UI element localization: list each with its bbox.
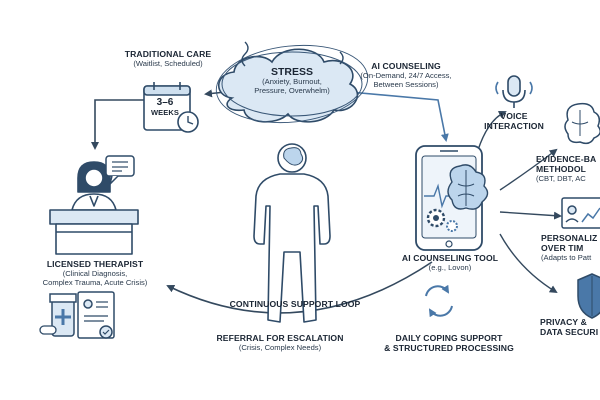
gear-icon — [426, 208, 458, 232]
calendar-unit: WEEKS — [150, 107, 179, 117]
brain-icon-ai — [447, 164, 489, 210]
calendar-text: 3–6 WEEKS — [144, 97, 186, 117]
referral-subtitle: (Crisis, Complex Needs) — [238, 342, 322, 352]
clock-icon — [177, 111, 199, 133]
arrow-to-voice — [477, 110, 507, 151]
privacy-line-2: DATA SECURI — [540, 326, 599, 337]
support-loop-text: CONTINUOUS SUPPORT LOOP — [229, 299, 361, 309]
dashboard-icon — [561, 197, 600, 229]
ai-counseling-title: AI COUNSELING — [371, 61, 441, 71]
personalized-line-1: PERSONALIZ — [541, 234, 598, 243]
referral-title: REFERRAL FOR ESCALATION — [216, 333, 344, 343]
evidence-line-3: (CBT, DBT, AC — [536, 173, 586, 183]
traditional-care-title: TRADITIONAL CARE — [124, 49, 212, 59]
arrow-stress-to-ai — [349, 91, 449, 142]
support-loop-label: CONTINUOUS SUPPORT LOOP — [220, 299, 370, 310]
pill-icon — [39, 325, 57, 335]
voice-line-1: VOICE — [500, 111, 528, 121]
therapist-illustration — [49, 161, 139, 255]
daily-coping-label: DAILY COPING SUPPORT & STRUCTURED PROCES… — [380, 333, 518, 354]
arrow-to-privacy — [499, 233, 558, 294]
personalized-line-3: (Adapts to Patt — [541, 252, 592, 262]
therapist-label: LICENSED THERAPIST (Clinical Diagnosis, … — [20, 259, 170, 287]
calendar-duration: 3–6 — [156, 97, 174, 108]
ai-counseling-line-2: Between Sessions) — [373, 79, 439, 89]
stress-title: STRESS — [270, 66, 313, 78]
brain-icon-evidence — [564, 102, 600, 145]
traditional-care-subtitle: (Waitlist, Scheduled) — [133, 58, 203, 68]
therapist-line-2: Complex Trauma, Acute Crisis) — [42, 277, 148, 287]
privacy-label: PRIVACY & DATA SECURI — [540, 318, 600, 338]
shield-icon — [577, 273, 600, 319]
medicine-bottle-icon — [49, 293, 77, 337]
therapist-line-1: (Clinical Diagnosis, — [62, 268, 128, 278]
arrow-to-evidence — [499, 148, 558, 191]
stress-cloud — [215, 41, 369, 124]
personalized-line-2: OVER TIM — [541, 242, 584, 253]
evidence-label: EVIDENCE-BA METHODOL (CBT, DBT, AC — [536, 155, 600, 183]
daily-coping-line-2: & STRUCTURED PROCESSING — [384, 342, 514, 353]
human-figure — [253, 143, 331, 323]
referral-label: REFERRAL FOR ESCALATION (Crisis, Complex… — [210, 333, 350, 353]
ai-tool-title: AI COUNSELING TOOL — [401, 253, 499, 263]
therapist-title: LICENSED THERAPIST — [46, 259, 144, 269]
privacy-line-1: PRIVACY & — [540, 318, 587, 327]
brain-icon-head — [283, 147, 304, 166]
arrow-to-personalized — [499, 211, 562, 220]
stress-label: STRESS (Anxiety, Burnout, Pressure, Over… — [222, 66, 362, 96]
refresh-icon — [425, 284, 453, 318]
stress-line-2: Pressure, Overwhelm) — [254, 85, 330, 95]
personalized-label: PERSONALIZ OVER TIM (Adapts to Patt — [541, 234, 600, 262]
voice-label: VOICE INTERACTION — [478, 111, 550, 132]
stress-line-1: (Anxiety, Burnout, — [262, 77, 322, 87]
ai-counseling-label: AI COUNSELING (On-Demand, 24/7 Access, B… — [350, 61, 462, 89]
daily-coping-line-1: DAILY COPING SUPPORT — [395, 333, 503, 343]
microphone-icon — [495, 75, 533, 108]
evidence-line-2: METHODOL — [536, 163, 586, 174]
ai-tool-subtitle: (e.g., Lovon) — [428, 262, 472, 272]
speech-bubble-icon — [105, 155, 135, 187]
clinical-document-icon — [77, 291, 115, 339]
evidence-line-1: EVIDENCE-BA — [536, 155, 597, 164]
voice-line-2: INTERACTION — [484, 120, 544, 131]
ai-counseling-line-1: (On-Demand, 24/7 Access, — [360, 70, 452, 80]
arrow-traditional-to-therapist — [91, 99, 150, 150]
arrow-continuous-support-loop — [166, 261, 433, 314]
traditional-care-label: TRADITIONAL CARE (Waitlist, Scheduled) — [98, 49, 238, 69]
ai-tool-label: AI COUNSELING TOOL (e.g., Lovon) — [392, 253, 508, 273]
